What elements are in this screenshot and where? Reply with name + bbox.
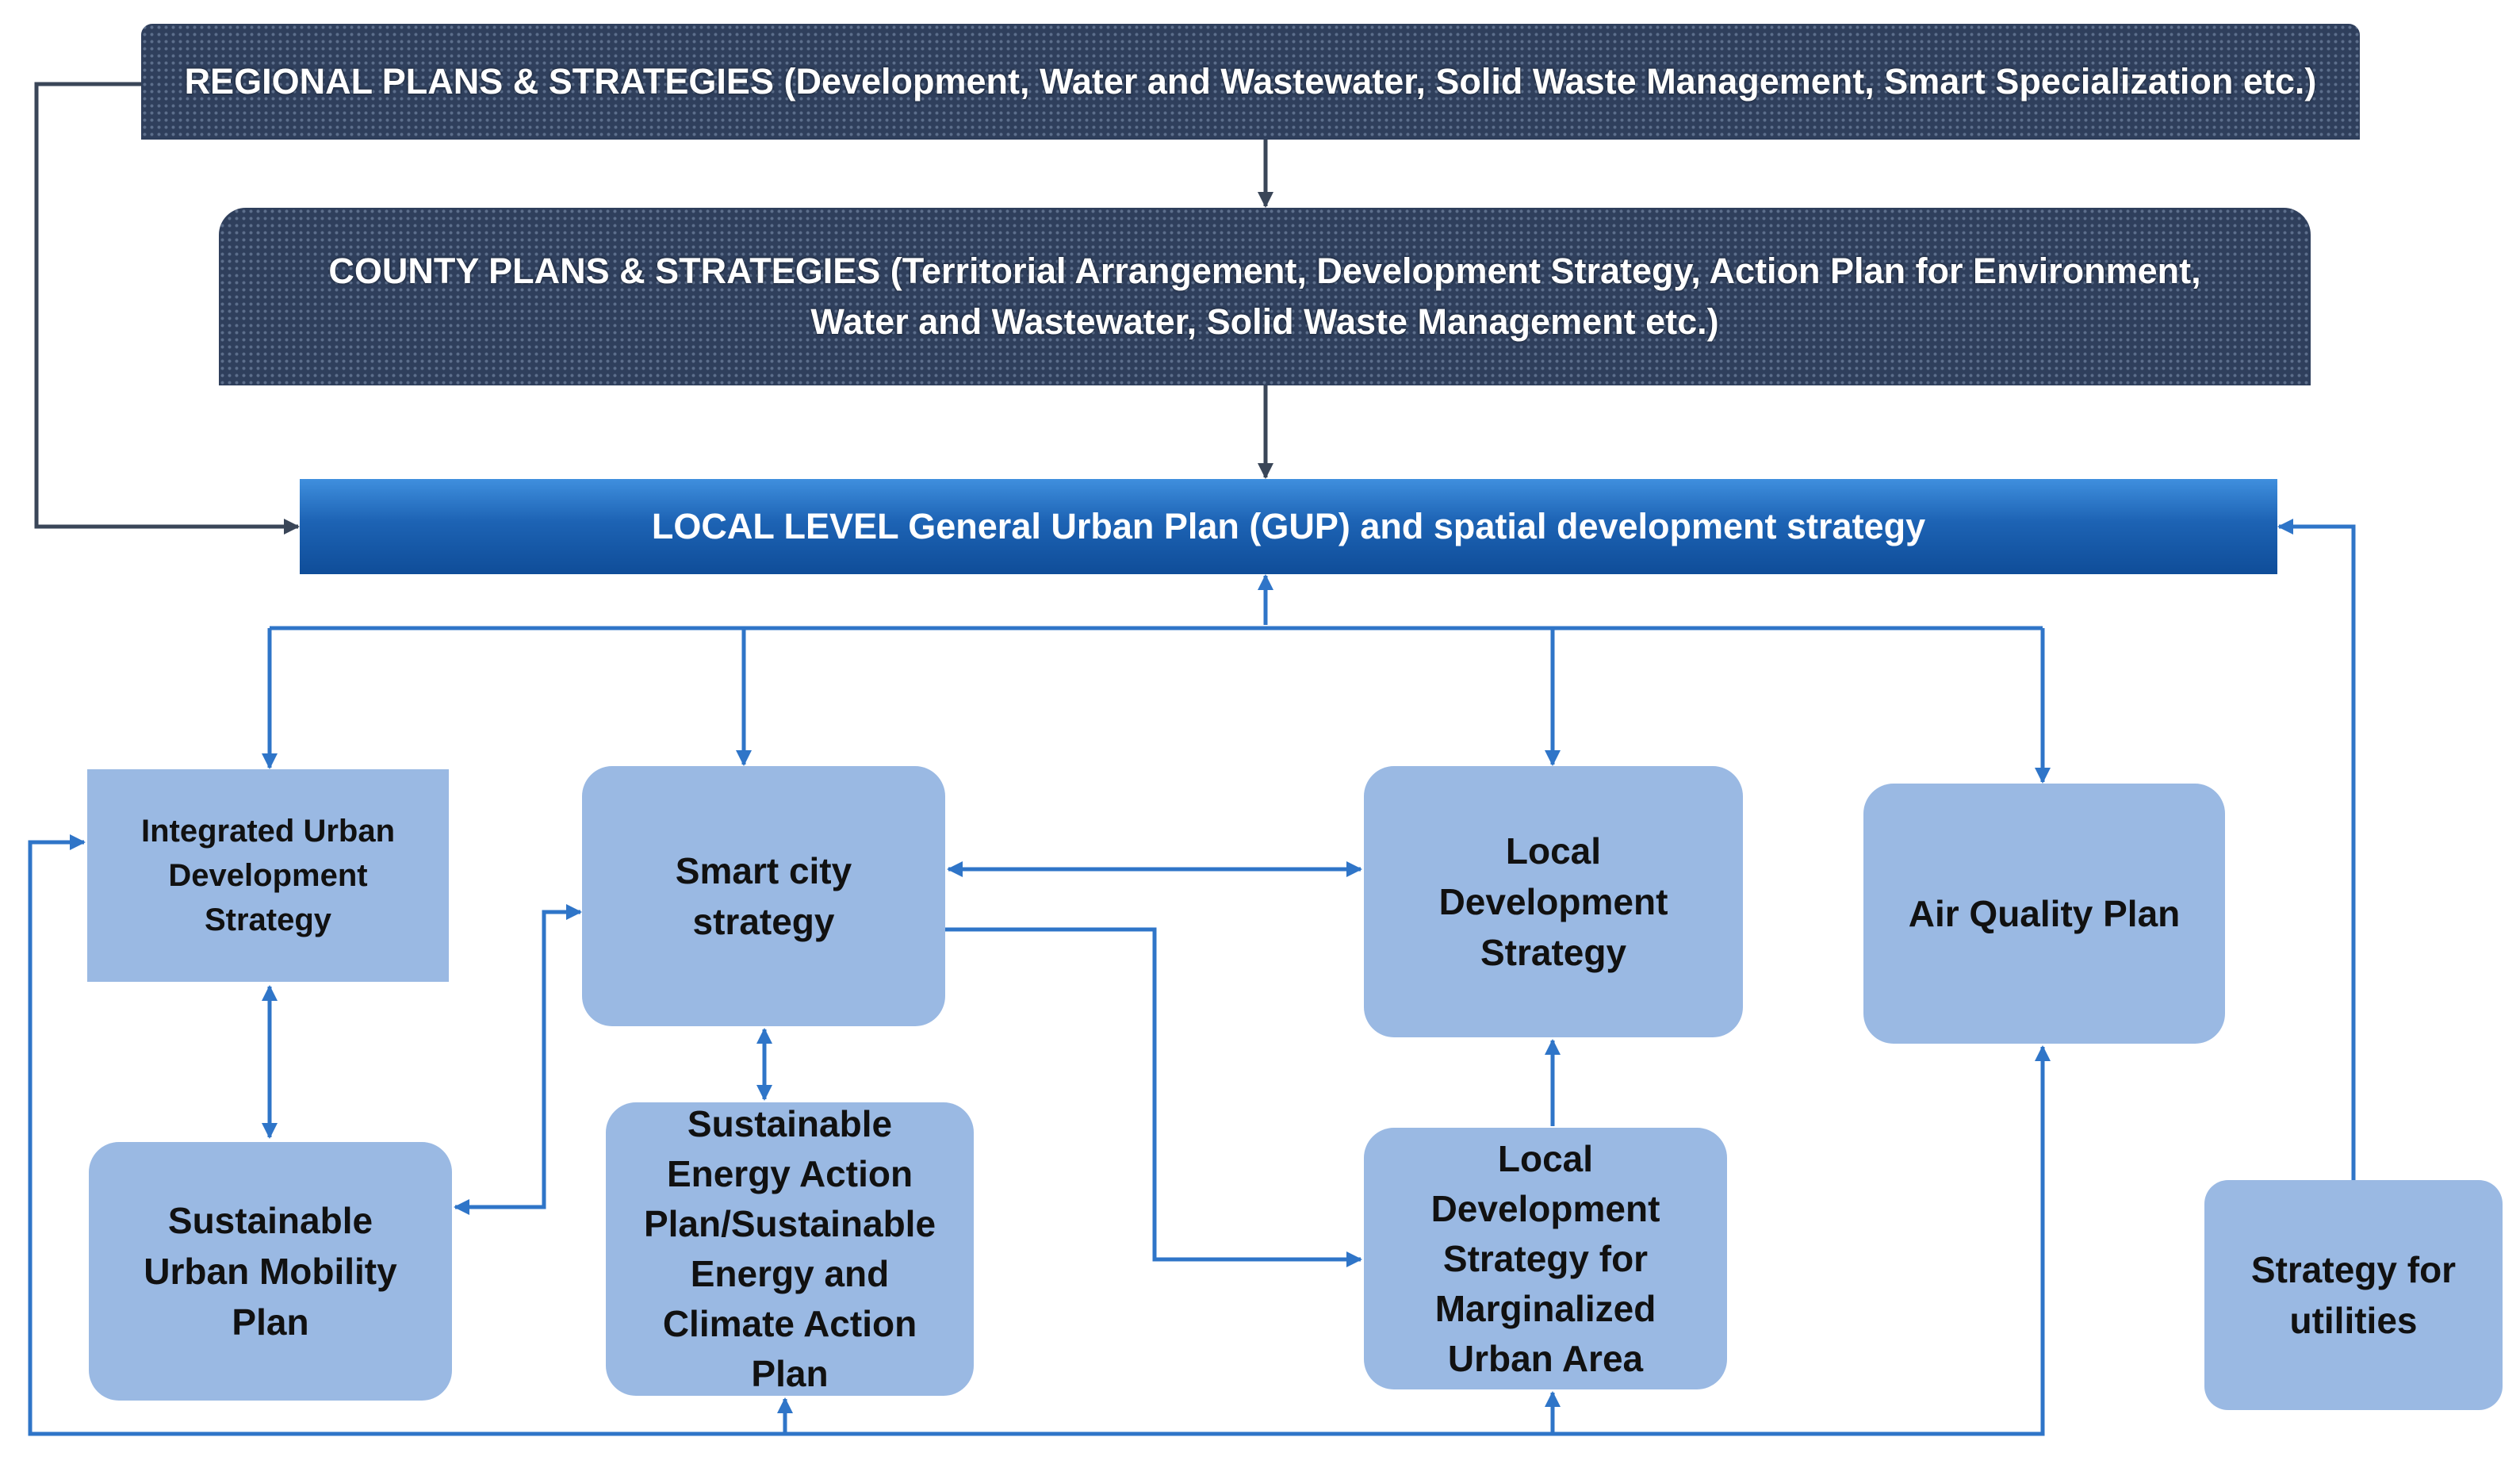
integrated-urban-development-strategy-node: Integrated Urban Development Strategy: [87, 769, 449, 982]
regional-plans-box: REGIONAL PLANS & STRATEGIES (Development…: [141, 24, 2360, 140]
marginalized-urban-area-strategy-node: Local Development Strategy for Marginali…: [1364, 1128, 1727, 1389]
sustainable-energy-action-plan-label: Sustainable Energy Action Plan/Sustainab…: [643, 1103, 936, 1394]
sustainable-urban-mobility-plan-node: Sustainable Urban Mobility Plan: [89, 1142, 452, 1401]
air-quality-plan-node: Air Quality Plan: [1863, 784, 2225, 1044]
regional-plans-label: REGIONAL PLANS & STRATEGIES (Development…: [184, 61, 2317, 102]
marginalized-urban-area-strategy-label: Local Development Strategy for Marginali…: [1430, 1137, 1660, 1379]
sustainable-energy-action-plan-node: Sustainable Energy Action Plan/Sustainab…: [606, 1102, 974, 1396]
local-development-strategy-node: Local Development Strategy: [1364, 766, 1743, 1037]
strategy-for-utilities-node: Strategy for utilities: [2204, 1180, 2503, 1410]
local-development-strategy-label: Local Development Strategy: [1438, 830, 1668, 973]
local-level-label: LOCAL LEVEL General Urban Plan (GUP) and…: [651, 506, 1926, 546]
smart-city-strategy-label: Smart city strategy: [675, 850, 852, 942]
smart-city-strategy-node: Smart city strategy: [582, 766, 945, 1026]
strategy-for-utilities-label: Strategy for utilities: [2250, 1249, 2457, 1341]
arrow-utilities-to-local: [2277, 519, 2356, 1180]
local-level-bar: LOCAL LEVEL General Urban Plan (GUP) and…: [300, 479, 2277, 574]
arrow-regional-to-local: [34, 82, 300, 535]
air-quality-plan-label: Air Quality Plan: [1908, 893, 2181, 934]
sustainable-urban-mobility-plan-label: Sustainable Urban Mobility Plan: [144, 1200, 397, 1343]
arrow-smart-sump: [454, 904, 582, 1215]
county-plans-label: COUNTY PLANS & STRATEGIES (Territorial A…: [328, 251, 2201, 342]
integrated-urban-development-strategy-label: Integrated Urban Development Strategy: [140, 814, 396, 937]
county-plans-box: COUNTY PLANS & STRATEGIES (Territorial A…: [219, 208, 2311, 385]
arrow-smart-to-marginalized: [945, 927, 1362, 1267]
